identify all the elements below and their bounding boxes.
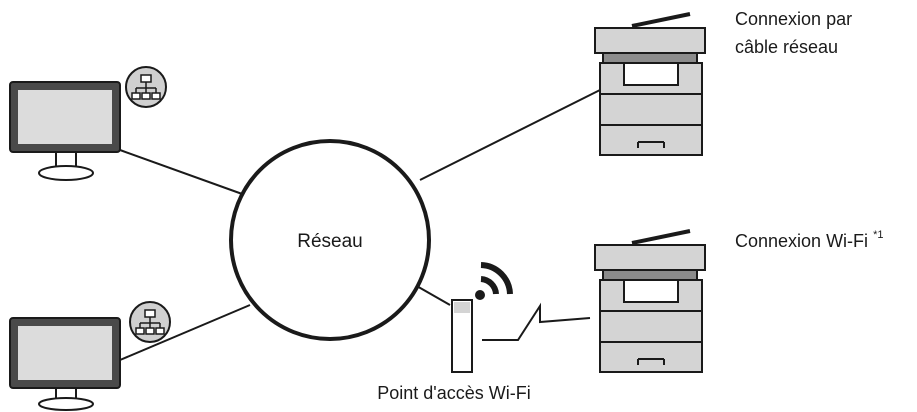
printer-wifi: Connexion Wi-Fi *1 <box>594 229 883 373</box>
wireless-link-icon <box>482 302 591 341</box>
network-node: Réseau <box>229 139 431 341</box>
printer-wired: Connexion par câble réseau <box>594 9 852 156</box>
network-topology-icon <box>129 301 171 343</box>
computer-monitor-icon <box>9 317 121 411</box>
computer-top <box>9 66 167 181</box>
connection-lines <box>119 89 601 361</box>
wired-connection-label-line1: Connexion par <box>735 9 852 29</box>
link-computer-bottom <box>119 304 251 361</box>
multifunction-printer-icon <box>594 229 706 373</box>
wired-connection-label-line2: câble réseau <box>735 37 838 57</box>
link-computer-top <box>119 149 246 196</box>
access-point-label: Point d'accès Wi-Fi <box>377 383 530 403</box>
link-wired-printer <box>419 89 601 181</box>
network-topology-icon <box>125 66 167 108</box>
wifi-connection-text: Connexion Wi-Fi <box>735 231 868 251</box>
network-label: Réseau <box>297 231 363 252</box>
multifunction-printer-icon <box>594 12 706 156</box>
network-circle <box>229 139 431 341</box>
wifi-footnote-marker: *1 <box>873 229 883 241</box>
wifi-connection-label: Connexion Wi-Fi *1 <box>735 229 883 251</box>
computer-monitor-icon <box>9 81 121 181</box>
computer-bottom <box>9 301 171 411</box>
link-access-point <box>414 284 451 306</box>
wifi-access-point-icon <box>451 299 473 373</box>
access-point: Point d'accès Wi-Fi <box>377 262 531 403</box>
wifi-signal-icon <box>475 262 513 300</box>
